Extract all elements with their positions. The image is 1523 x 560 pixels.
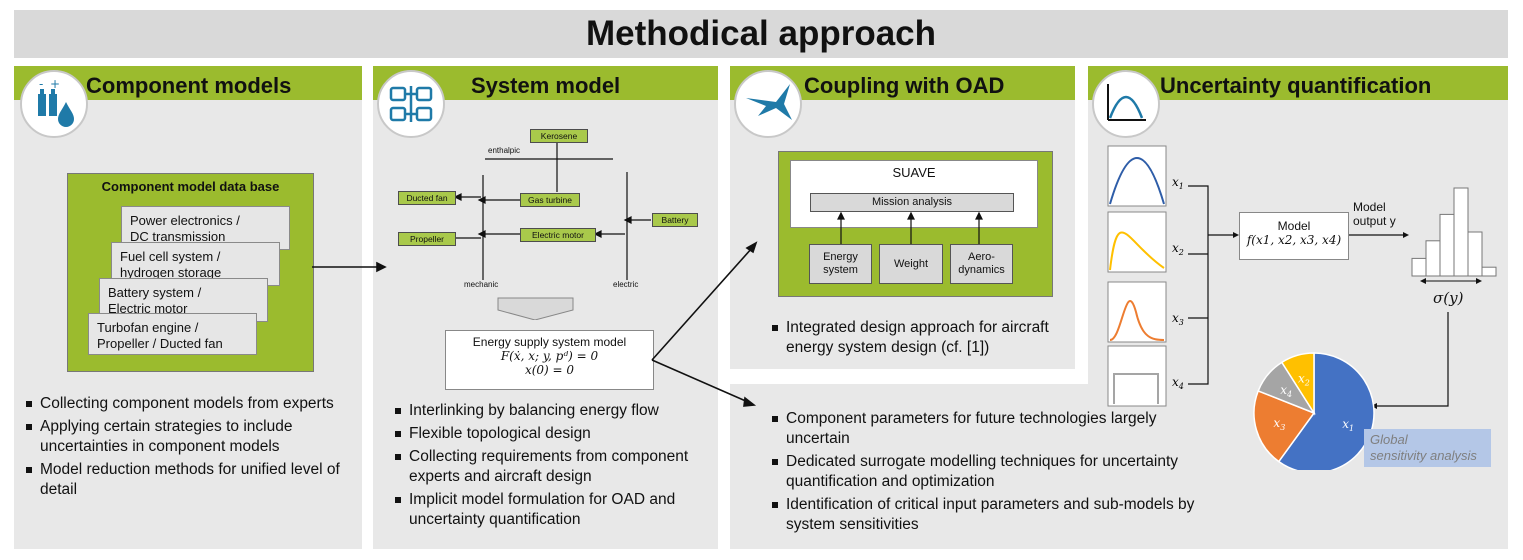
equation-title: Energy supply system model (472, 335, 627, 349)
block-kerosene: Kerosene (530, 129, 588, 143)
component-bullets: Collecting component models from experts… (24, 394, 344, 503)
input-curve-4 (1113, 373, 1159, 404)
list-item: Flexible topological design (393, 424, 703, 444)
sigma-arrow-left (1420, 278, 1426, 284)
sigma-arrow-right (1476, 278, 1482, 284)
pie-label-x4: x4 (1280, 383, 1292, 399)
bottom-panel (730, 384, 1090, 549)
list-item: Interlinking by balancing energy flow (393, 401, 703, 421)
fuel-battery-drop-icon: + - (20, 70, 88, 138)
svg-text:+: + (50, 77, 60, 91)
system-model-header: System model (373, 66, 718, 100)
sigma-label: σ(y) (1433, 289, 1464, 307)
list-item: Dedicated surrogate modelling techniques… (770, 452, 1220, 492)
equation-initial: x(0) = 0 (524, 363, 575, 377)
input-bracket (1188, 185, 1209, 385)
oad-bullets: Integrated design approach for aircraft … (770, 318, 1060, 361)
page-title: Methodical approach (14, 10, 1508, 58)
aerodynamics-box: Aero- dynamics (950, 244, 1013, 284)
block-ducted-fan: Ducted fan (398, 191, 456, 205)
pie-label-x2: x2 (1298, 371, 1310, 387)
to-hist-arrow (1403, 232, 1409, 238)
list-item: Model reduction methods for unified leve… (24, 460, 344, 500)
distribution-curve-icon (1092, 70, 1160, 138)
pie-label-x3: x3 (1273, 416, 1285, 432)
svg-text:-: - (39, 77, 43, 91)
pie-label-x1: x1 (1342, 417, 1354, 433)
input-plot-4 (1107, 345, 1167, 407)
label-mechanic: mechanic (464, 280, 499, 289)
list-item: Collecting requirements from component e… (393, 447, 703, 487)
input-label-1: x1 (1172, 175, 1184, 191)
model-label: Model (1277, 219, 1311, 233)
list-item: Integrated design approach for aircraft … (770, 318, 1060, 358)
input-curve-1 (1109, 157, 1165, 205)
equation-main: F(ẋ, x; y, pᵈ) = 0 (500, 349, 599, 363)
histogram-bar-5 (1467, 231, 1483, 277)
uq-diagram: x1 x2 x3 x4 x1 x3 x4 x2 (1107, 145, 1497, 470)
bottom-bullets: Component parameters for future technolo… (770, 409, 1220, 538)
system-blocks-icon (377, 70, 445, 138)
label-electric: electric (613, 280, 639, 289)
pie-slice-x3 (1253, 389, 1316, 463)
aircraft-icon (734, 70, 802, 138)
block-gas-turbine: Gas turbine (520, 193, 580, 207)
block-battery: Battery (652, 213, 698, 227)
pie-slice-x2 (1280, 352, 1315, 416)
energy-supply-model-box: Energy supply system model F(ẋ, x; y, pᵈ… (445, 330, 654, 390)
histogram-bar-2 (1425, 240, 1441, 277)
list-item: Collecting component models from experts (24, 394, 344, 414)
input-label-2: x2 (1172, 241, 1184, 257)
block-electric-motor: Electric motor (520, 228, 596, 242)
gsa-feedback-line (1376, 312, 1449, 407)
input-plot-1 (1107, 145, 1167, 207)
oad-arrows (837, 211, 983, 244)
gsa-label: Global sensitivity analysis (1364, 429, 1491, 467)
list-item: Implicit model formulation for OAD and u… (393, 490, 703, 530)
system-topology-diagram (445, 139, 651, 320)
input-curve-3 (1109, 300, 1165, 341)
list-item: Applying certain strategies to include u… (24, 417, 344, 457)
histogram-bar-6 (1481, 266, 1497, 277)
input-label-3: x3 (1172, 311, 1184, 327)
energy-system-box: Energy system (809, 244, 872, 284)
mission-analysis-box: Mission analysis (810, 193, 1014, 212)
list-item: Component parameters for future technolo… (770, 409, 1220, 449)
label-enthalpic: enthalpic (488, 146, 521, 155)
model-output-label: Model output y (1353, 200, 1396, 228)
input-curve-2 (1109, 231, 1165, 271)
histogram-bar-4 (1453, 187, 1469, 277)
input-label-4: x4 (1172, 375, 1184, 391)
list-item: Identification of critical input paramet… (770, 495, 1220, 535)
suave-label: SUAVE (892, 165, 936, 180)
component-database-title: Component model data base (101, 179, 280, 194)
system-bullets: Interlinking by balancing energy flow Fl… (393, 401, 703, 533)
weight-box: Weight (879, 244, 943, 284)
card-turbofan: Turbofan engine / Propeller / Ducted fan (88, 313, 257, 355)
histogram-bar-3 (1439, 213, 1455, 277)
histogram-bar-1 (1411, 257, 1427, 277)
model-equation: f(x1, x2, x3, x4) (1246, 233, 1342, 247)
to-model-arrow (1233, 232, 1239, 238)
block-propeller: Propeller (398, 232, 456, 246)
model-box: Model f(x1, x2, x3, x4) (1239, 212, 1349, 260)
